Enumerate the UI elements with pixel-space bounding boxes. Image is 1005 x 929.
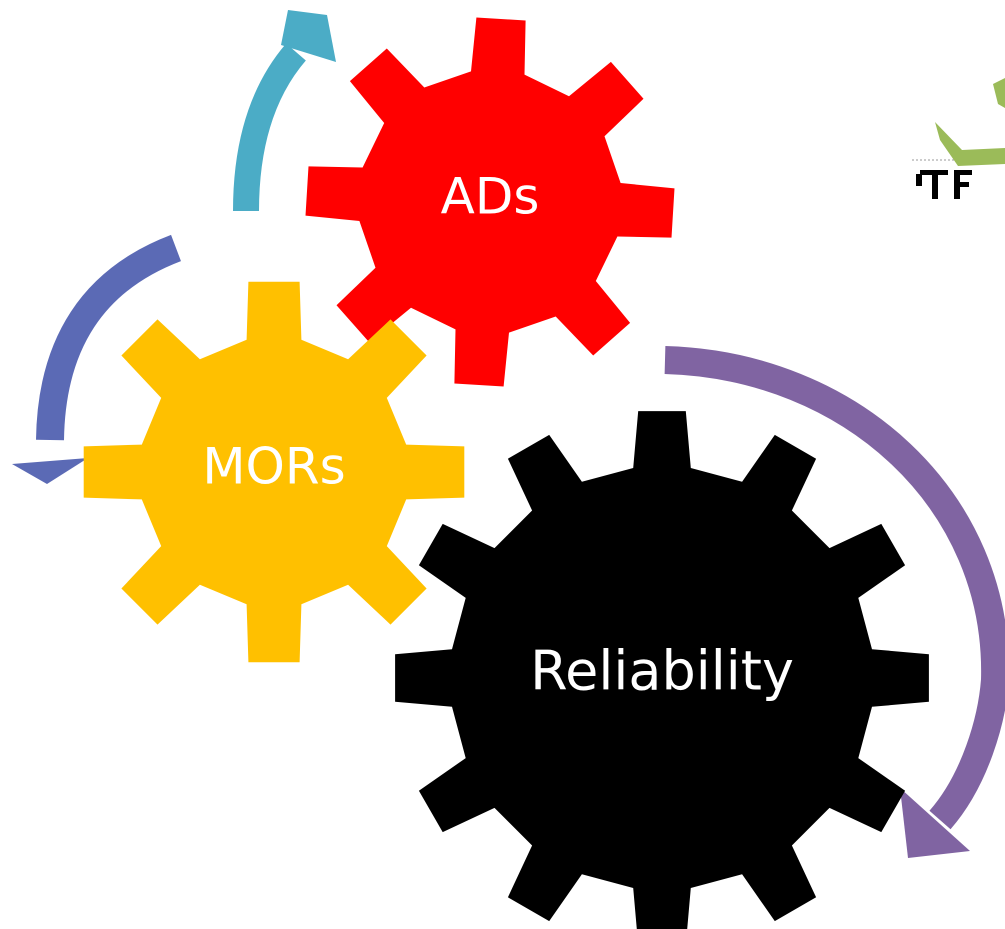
gear-ads-label: ADs <box>441 168 540 226</box>
arrow-teal-body <box>233 43 307 212</box>
arrow-teal <box>233 10 336 212</box>
gear-mors-label: MORs <box>202 438 345 496</box>
arrow-blue-body <box>36 234 182 441</box>
logo-tail-fin <box>993 78 1005 108</box>
arrow-teal-head <box>281 10 336 62</box>
arrow-purple-head <box>900 788 970 858</box>
logo-letter-t <box>916 170 948 199</box>
airplane-logo-icon <box>912 78 1005 199</box>
gear-mors: MORs <box>83 281 465 663</box>
gear-ads: ADs <box>305 17 675 387</box>
arrow-purple <box>664 346 1005 858</box>
arrow-blue <box>12 234 182 484</box>
gear-ads-shape <box>305 17 675 387</box>
arrow-blue-head <box>12 458 88 484</box>
logo-wing <box>935 122 1005 166</box>
gear-reliability-label: Reliability <box>530 640 794 703</box>
gear-mors-shape <box>83 281 465 663</box>
logo-letter-f <box>954 170 972 199</box>
arrow-purple-body <box>664 346 1005 830</box>
gear-reliability: Reliability <box>395 411 929 929</box>
gear-reliability-shape <box>395 411 929 929</box>
